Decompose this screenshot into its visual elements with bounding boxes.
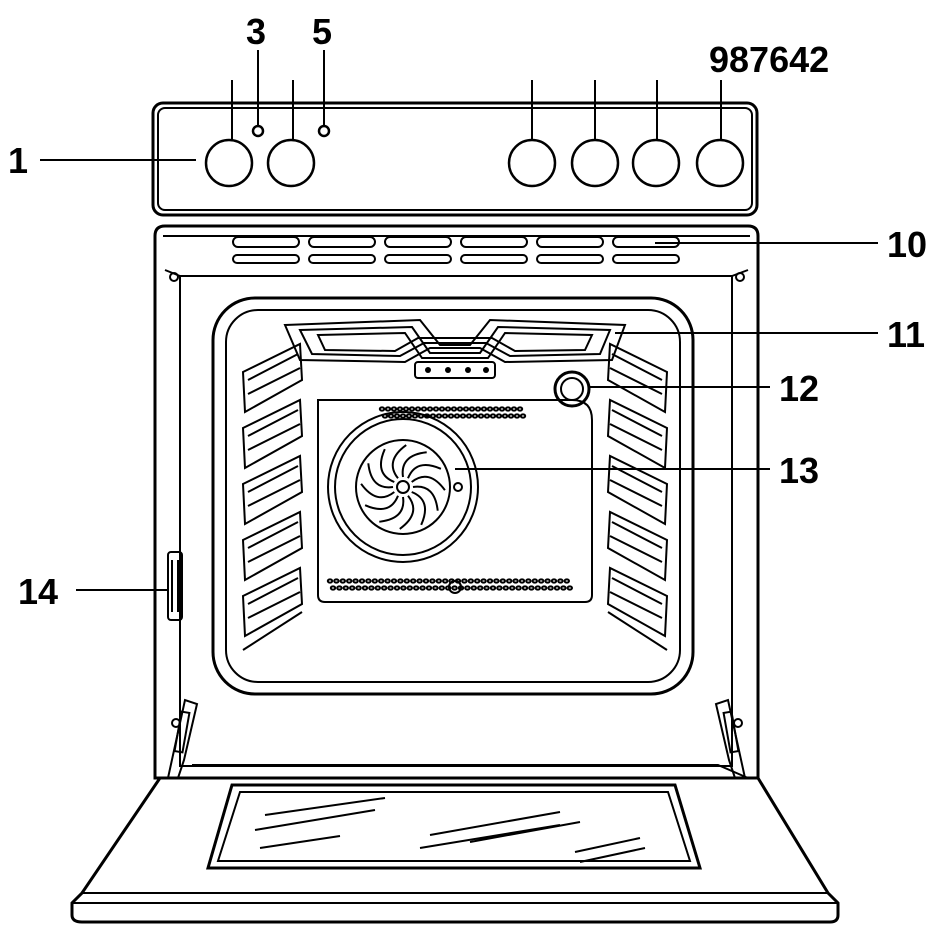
callout-987642: 987642 (709, 39, 829, 80)
back-panel (317, 399, 593, 603)
knob-6[interactable] (695, 138, 745, 188)
fan-icon (355, 439, 451, 535)
callout-11: 11 (887, 314, 925, 355)
callout-1: 1 (8, 140, 28, 181)
callout-12: 12 (779, 368, 819, 409)
indicator-lamp-3 (251, 124, 265, 138)
knob-2[interactable] (266, 138, 316, 188)
callout-10: 10 (887, 224, 927, 265)
shelf-supports-left (241, 342, 304, 651)
knob-5[interactable] (631, 138, 681, 188)
indicator-lamp-5 (317, 124, 331, 138)
oven-cavity (211, 296, 695, 696)
oven-door[interactable] (70, 764, 840, 924)
door-window (206, 783, 703, 870)
knob-3[interactable] (507, 138, 557, 188)
callout-3: 3 (246, 11, 266, 52)
grill-element (283, 318, 627, 379)
callout-lines (40, 50, 878, 591)
callout-13: 13 (779, 450, 819, 491)
door-latch (167, 551, 183, 621)
knob-1[interactable] (204, 138, 254, 188)
callout-14: 14 (18, 571, 58, 612)
callout-5: 5 (312, 11, 332, 52)
knob-4[interactable] (570, 138, 620, 188)
callout-labels: 1 3 5 987642 10 11 12 13 14 (8, 11, 927, 612)
control-panel (151, 101, 759, 217)
vent-slots (232, 236, 680, 264)
shelf-supports-right (606, 342, 669, 651)
